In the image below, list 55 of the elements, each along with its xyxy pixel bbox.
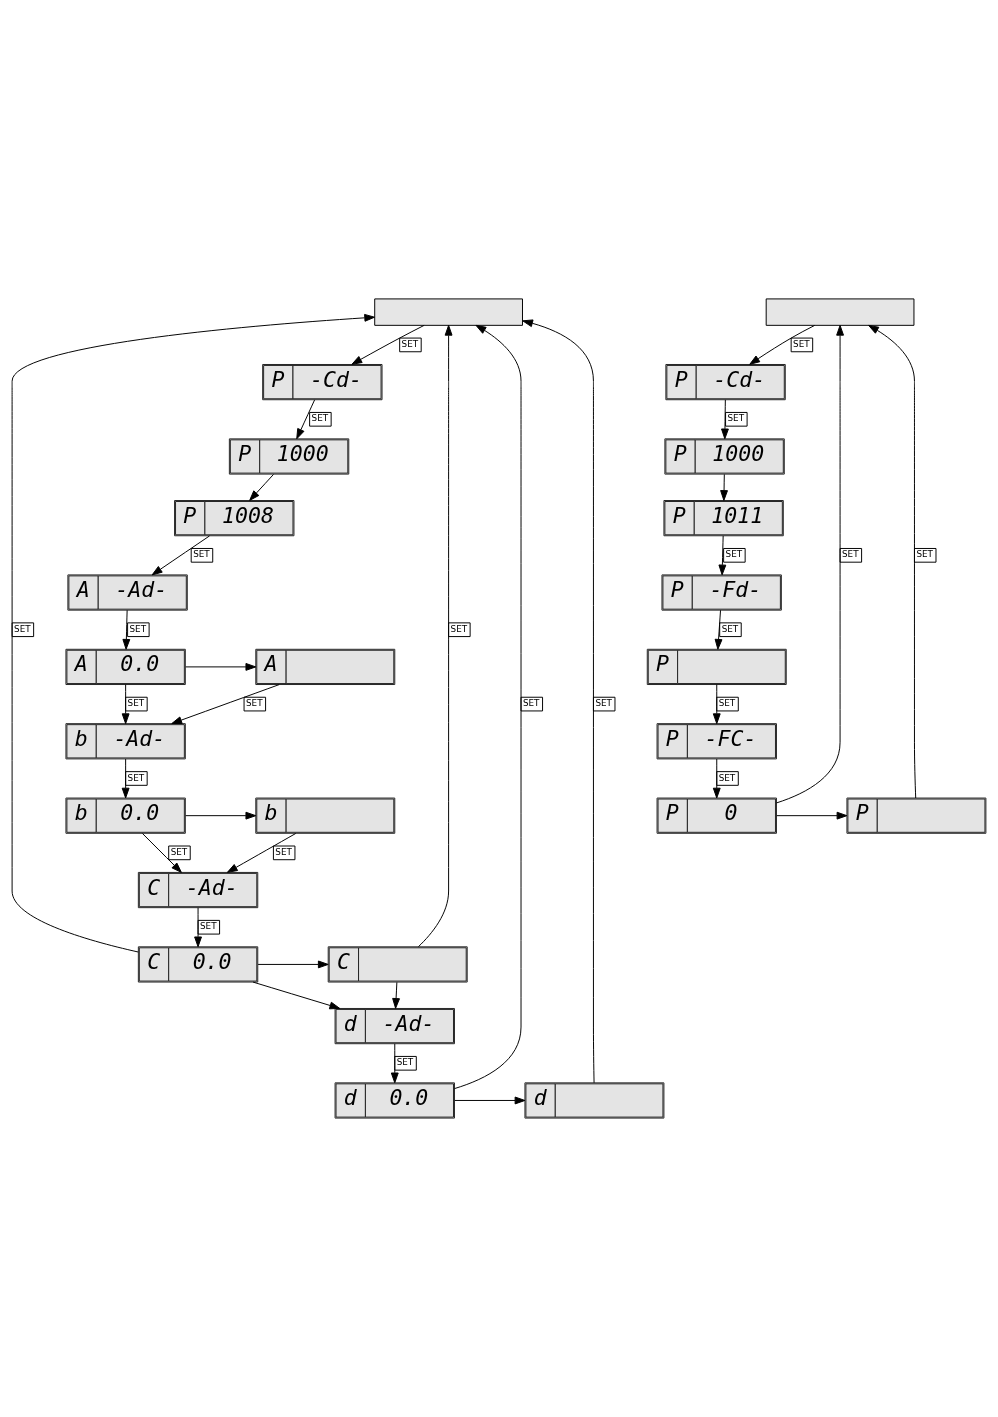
arrow [257,960,329,969]
arrow [171,684,280,725]
edge-label: SET [193,549,210,560]
edge-label: SET [916,549,933,560]
edge-label: SET [727,413,745,424]
edge-label: SET [718,772,736,783]
arrow [454,324,522,1090]
edge-label: SET [401,339,419,350]
arrow [417,324,453,948]
arrow [252,981,341,1010]
arrow [141,832,182,873]
edge-label: SET [718,698,736,709]
arrow [776,324,844,804]
arrow [712,758,721,799]
arrow [11,313,376,953]
edge-label: SET [170,847,188,858]
arrow [351,324,425,365]
arrow [454,1096,526,1105]
arrow [392,981,400,1009]
arrow [712,684,721,725]
arrow [249,473,274,501]
arrow [185,811,257,820]
edge-label: SET [595,698,612,709]
node-box [374,298,523,326]
arrow [121,758,130,799]
arrow [776,811,848,820]
arrow [868,324,917,799]
edge-label: SET [129,623,147,634]
arrow [720,473,728,501]
arrow [721,399,729,440]
arrow [749,324,816,365]
edge-label: SET [396,1057,414,1068]
edge-label: SET [275,847,292,858]
arrow [185,663,257,671]
edge-label: SET [200,921,217,932]
arrow [522,319,595,1084]
edge-label: SET [127,772,145,783]
edge-label: SET [793,339,810,350]
edge-label: SET [725,549,743,560]
arrow [122,609,131,650]
node-box [765,298,915,326]
arrow [714,609,723,650]
arrow [194,907,202,948]
arrow [296,399,316,440]
arrow [718,535,727,576]
edge-label: SET [127,698,145,709]
edge-label: SET [14,623,31,634]
arrow [121,684,130,725]
edge-label: SET [311,413,329,424]
edge-label: SET [450,623,468,634]
edge-label: SET [246,698,263,709]
arrow [390,1043,399,1084]
edge-label: SET [842,549,859,560]
edge-label: SET [522,698,540,709]
edge-label: SET [721,623,739,634]
